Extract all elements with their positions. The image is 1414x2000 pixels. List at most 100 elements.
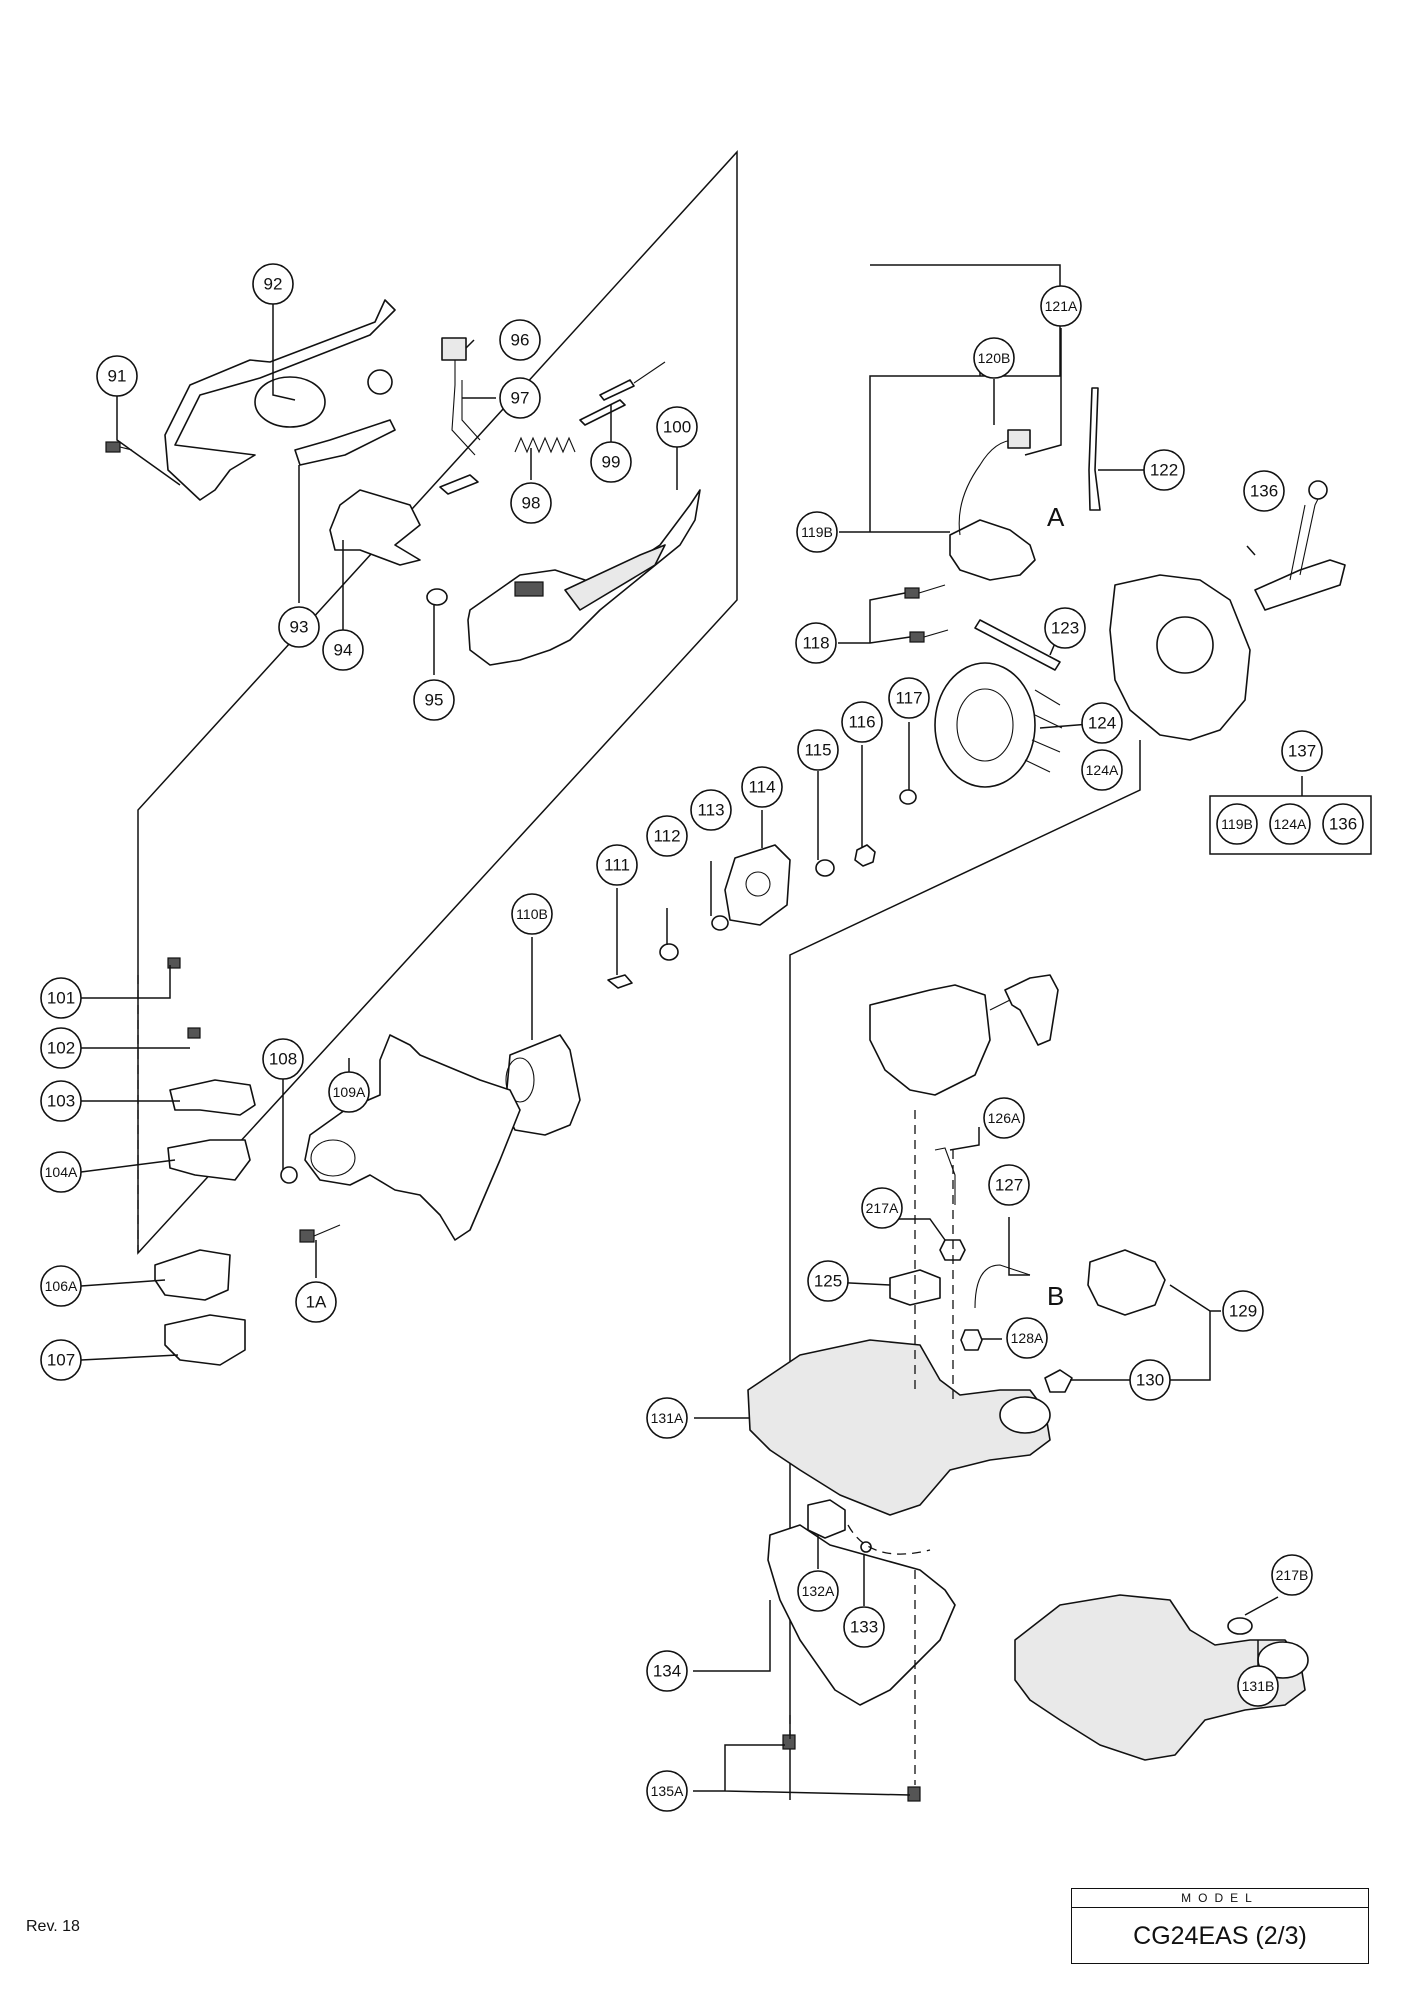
svg-text:94: 94 xyxy=(334,641,353,660)
callout-95: 95 xyxy=(413,679,455,721)
grommet-128A xyxy=(960,1329,983,1351)
leader-lines xyxy=(80,264,1303,1796)
callout-128A: 128A xyxy=(1006,1317,1048,1359)
callout-126A: 126A xyxy=(983,1097,1025,1139)
svg-text:136: 136 xyxy=(1250,482,1278,501)
callout-100: 100 xyxy=(656,406,698,448)
callout-91: 91 xyxy=(96,355,138,397)
callout-131B: 131B xyxy=(1237,1665,1279,1707)
callout-125: 125 xyxy=(807,1260,849,1302)
callout-99: 99 xyxy=(590,441,632,483)
svg-text:103: 103 xyxy=(47,1092,75,1111)
handle-boss xyxy=(254,376,326,428)
svg-text:118: 118 xyxy=(802,634,829,653)
crankshaft xyxy=(1254,559,1346,611)
callout-111: 111 xyxy=(596,844,638,886)
svg-text:98: 98 xyxy=(522,494,541,513)
svg-text:128A: 128A xyxy=(1011,1330,1044,1346)
leader-96 xyxy=(465,339,475,349)
svg-text:101: 101 xyxy=(47,989,75,1008)
svg-text:113: 113 xyxy=(697,801,724,820)
svg-text:120B: 120B xyxy=(978,350,1011,366)
grommet-217B xyxy=(1227,1617,1253,1635)
throttle-handle-housing xyxy=(164,299,396,501)
callout-130: 130 xyxy=(1129,1359,1171,1401)
recoil-starter xyxy=(869,984,991,1096)
svg-text:107: 107 xyxy=(47,1351,75,1370)
model-label: MODEL xyxy=(1072,1889,1368,1908)
washer-115 xyxy=(815,859,835,877)
fuel-cap xyxy=(1087,1249,1166,1316)
svg-text:104A: 104A xyxy=(45,1164,78,1180)
leader-129 xyxy=(1150,1284,1221,1381)
rear-handle xyxy=(467,489,701,666)
callout-106A: 106A xyxy=(40,1265,82,1307)
clutch xyxy=(724,844,791,926)
callout-131A: 131A xyxy=(646,1397,688,1439)
fuel-pipe xyxy=(934,1147,956,1205)
svg-text:129: 129 xyxy=(1229,1302,1257,1321)
grip-button xyxy=(514,581,544,597)
fuel-tank-131A xyxy=(747,1339,1051,1516)
plug-cord xyxy=(1088,387,1101,511)
callout-133: 133 xyxy=(843,1606,885,1648)
callout-124A: 124A xyxy=(1081,749,1123,791)
callout-92: 92 xyxy=(252,263,294,305)
screw-135A-right xyxy=(907,1786,921,1802)
clamp-104A xyxy=(167,1139,251,1181)
throttle-lever xyxy=(329,489,421,566)
cable-rod xyxy=(439,474,479,495)
callout-122: 122 xyxy=(1143,449,1185,491)
svg-text:99: 99 xyxy=(602,453,621,472)
model-name: CG24EAS (2/3) xyxy=(1133,1922,1307,1950)
callout-137: 137 xyxy=(1281,730,1323,772)
ignition-coil xyxy=(949,519,1036,581)
callout-kit-136: 136 xyxy=(1322,803,1364,845)
tank-neck xyxy=(999,1396,1051,1434)
svg-text:122: 122 xyxy=(1150,461,1178,480)
leader-121A xyxy=(1024,328,1062,456)
callout-103: 103 xyxy=(40,1080,82,1122)
svg-text:134: 134 xyxy=(653,1662,681,1681)
svg-text:97: 97 xyxy=(511,389,530,408)
callout-217B: 217B xyxy=(1271,1554,1313,1596)
model-title-block: MODEL CG24EAS (2/3) xyxy=(1071,1888,1369,1964)
svg-text:117: 117 xyxy=(895,689,922,708)
flywheel-fins xyxy=(1024,689,1063,773)
svg-text:124A: 124A xyxy=(1274,816,1307,832)
leader-92 xyxy=(272,304,296,401)
svg-text:106A: 106A xyxy=(45,1278,78,1294)
callout-121A: 121A xyxy=(1040,285,1082,327)
svg-text:125: 125 xyxy=(814,1272,842,1291)
svg-text:111: 111 xyxy=(604,856,630,875)
callout-114: 114 xyxy=(741,766,783,808)
svg-text:95: 95 xyxy=(425,691,444,710)
svg-text:119B: 119B xyxy=(1221,816,1253,832)
leader-119B xyxy=(839,264,1061,533)
clutch-case xyxy=(304,1034,521,1241)
clutch-bolt xyxy=(607,974,633,989)
svg-text:110B: 110B xyxy=(516,906,548,922)
leader-135A xyxy=(693,1744,911,1796)
drum-face xyxy=(505,1057,535,1103)
reference-letter-a: A xyxy=(1047,502,1065,532)
svg-text:100: 100 xyxy=(663,418,691,437)
callout-127: 127 xyxy=(988,1164,1030,1206)
leader-217B xyxy=(1244,1596,1279,1616)
flywheel-hub xyxy=(956,688,1014,762)
clamp-107 xyxy=(164,1314,246,1366)
callout-96: 96 xyxy=(499,319,541,361)
spring-ring xyxy=(426,588,448,606)
svg-text:91: 91 xyxy=(108,367,127,386)
svg-text:112: 112 xyxy=(653,827,680,846)
spring-133 xyxy=(860,1541,872,1553)
svg-text:92: 92 xyxy=(264,275,283,294)
revision-label: Rev. 18 xyxy=(26,1918,80,1935)
callout-136: 136 xyxy=(1243,470,1285,512)
bolt-1A xyxy=(299,1224,341,1243)
plug-cap xyxy=(1007,429,1031,449)
svg-text:126A: 126A xyxy=(988,1110,1021,1126)
callout-123: 123 xyxy=(1044,607,1086,649)
svg-text:133: 133 xyxy=(850,1618,878,1637)
screw-135A-left xyxy=(782,1734,796,1750)
